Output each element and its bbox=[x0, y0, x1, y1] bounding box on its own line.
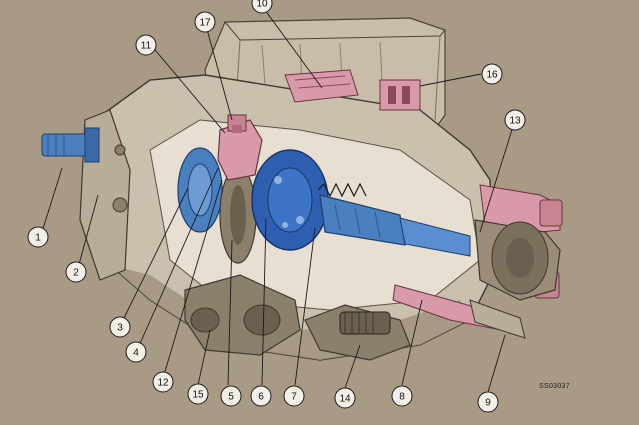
delivery-valve-outlets bbox=[474, 184, 563, 301]
callout-number: 12 bbox=[157, 378, 169, 389]
callout-13: 13 bbox=[504, 109, 526, 131]
callout-circle bbox=[65, 261, 87, 283]
callout-number: 15 bbox=[192, 390, 204, 401]
callout-number: 7 bbox=[291, 392, 297, 403]
callout-circle bbox=[250, 385, 272, 407]
callout-number: 17 bbox=[199, 18, 211, 29]
callout-number: 3 bbox=[117, 323, 123, 334]
high-pressure-solenoid bbox=[217, 114, 263, 181]
callout-2: 2 bbox=[65, 261, 87, 283]
reference-code: SS03037 bbox=[539, 383, 570, 390]
callout-5: 5 bbox=[220, 385, 242, 407]
callout-9: 9 bbox=[477, 391, 499, 413]
callout-number: 5 bbox=[228, 392, 234, 403]
callout-number: 4 bbox=[133, 348, 139, 359]
callout-8: 8 bbox=[391, 385, 413, 407]
fuel-solenoid-valve bbox=[304, 304, 411, 361]
callout-7: 7 bbox=[283, 385, 305, 407]
callout-circle bbox=[477, 391, 499, 413]
callout-circle bbox=[334, 387, 356, 409]
callout-1: 1 bbox=[27, 226, 49, 248]
callout-circle bbox=[187, 383, 209, 405]
callout-circle bbox=[135, 34, 157, 56]
return-spring bbox=[317, 182, 367, 198]
callout-number: 16 bbox=[486, 70, 498, 81]
shutoff-solenoid bbox=[379, 79, 421, 111]
callout-10: 10 bbox=[251, 0, 273, 14]
callout-number: 2 bbox=[73, 268, 79, 279]
callout-6: 6 bbox=[250, 385, 272, 407]
leader-lines bbox=[41, 9, 516, 393]
callout-circle bbox=[481, 63, 503, 85]
outlet-fitting bbox=[469, 299, 526, 339]
distributor-shaft bbox=[319, 194, 471, 257]
callout-circle bbox=[152, 371, 174, 393]
callout-number: 9 bbox=[485, 398, 491, 409]
callout-4: 4 bbox=[125, 341, 147, 363]
callout-number: 13 bbox=[509, 116, 521, 127]
callout-circle bbox=[220, 385, 242, 407]
callout-14: 14 bbox=[334, 387, 356, 409]
callout-circle bbox=[251, 0, 273, 14]
callout-circle bbox=[125, 341, 147, 363]
radial-piston-rotor bbox=[251, 149, 329, 251]
vane-feed-pump bbox=[177, 147, 223, 233]
callout-number: 10 bbox=[256, 0, 268, 10]
callout-12: 12 bbox=[152, 371, 174, 393]
callout-number: 8 bbox=[399, 392, 405, 403]
callout-circle bbox=[504, 109, 526, 131]
callout-16: 16 bbox=[481, 63, 503, 85]
callout-17: 17 bbox=[194, 11, 216, 33]
callout-circle bbox=[283, 385, 305, 407]
callout-15: 15 bbox=[187, 383, 209, 405]
callout-circle bbox=[27, 226, 49, 248]
callout-number: 14 bbox=[339, 394, 351, 405]
timing-device bbox=[184, 274, 301, 356]
cam-plate bbox=[219, 166, 257, 264]
drive-shaft bbox=[41, 127, 100, 163]
callout-number: 6 bbox=[258, 392, 264, 403]
callout-circle bbox=[391, 385, 413, 407]
callout-number: 1 bbox=[35, 233, 41, 244]
callout-11: 11 bbox=[135, 34, 157, 56]
callout-number: 11 bbox=[141, 41, 152, 52]
callout-circle bbox=[194, 11, 216, 33]
control-unit-connector bbox=[284, 69, 359, 103]
callout-circle bbox=[109, 316, 131, 338]
callout-3: 3 bbox=[109, 316, 131, 338]
